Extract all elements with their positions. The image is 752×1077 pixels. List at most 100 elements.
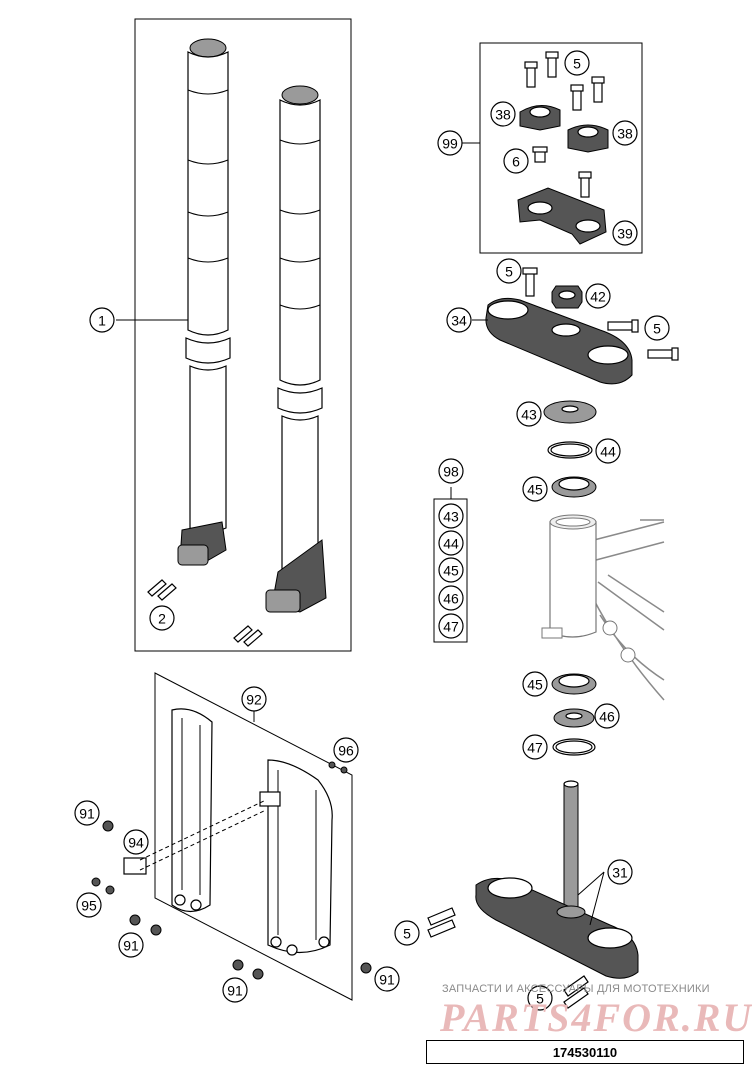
callout-number: 46 bbox=[599, 709, 615, 725]
callout-number: 92 bbox=[246, 692, 262, 708]
callout-circle bbox=[612, 220, 638, 246]
callout-number: 6 bbox=[512, 154, 520, 170]
callout-number: 38 bbox=[617, 126, 633, 142]
callout-98: 98 bbox=[438, 458, 464, 484]
callout-number: 91 bbox=[123, 938, 139, 954]
callout-circle bbox=[607, 859, 633, 885]
callout-circle bbox=[446, 307, 472, 333]
callout-number: 5 bbox=[403, 926, 411, 942]
callout-number: 45 bbox=[527, 482, 543, 498]
callout-5: 5 bbox=[394, 920, 420, 946]
callout-46: 46 bbox=[438, 585, 464, 611]
catalog-number-box: 174530110 bbox=[426, 1040, 744, 1064]
callout-number: 5 bbox=[653, 321, 661, 337]
upper-clamp-bolts bbox=[522, 267, 679, 361]
clamp-kit-group bbox=[460, 42, 643, 254]
callout-circle bbox=[438, 503, 464, 529]
dust-seal-lower bbox=[553, 708, 595, 728]
callout-96: 96 bbox=[333, 737, 359, 763]
callout-number: 5 bbox=[505, 264, 513, 280]
callout-number: 45 bbox=[527, 677, 543, 693]
callout-circle bbox=[118, 932, 144, 958]
callout-circle bbox=[89, 307, 115, 333]
callout-46: 46 bbox=[594, 703, 620, 729]
fork-protector-group bbox=[91, 672, 372, 1001]
callout-circle bbox=[241, 686, 267, 712]
callout-number: 47 bbox=[527, 740, 543, 756]
brake-line-guide bbox=[123, 799, 267, 875]
bearing-upper bbox=[551, 476, 597, 498]
callout-99: 99 bbox=[437, 130, 463, 156]
fork-protector-left bbox=[171, 708, 213, 913]
callout-91: 91 bbox=[222, 977, 248, 1003]
handlebar-clamp-lower bbox=[517, 187, 607, 245]
callout-44: 44 bbox=[438, 530, 464, 556]
callout-number: 95 bbox=[81, 898, 97, 914]
fork-protector-right bbox=[259, 759, 333, 956]
callout-circle bbox=[438, 613, 464, 639]
callout-45: 45 bbox=[522, 476, 548, 502]
callout-circle bbox=[503, 148, 529, 174]
callout-47: 47 bbox=[522, 734, 548, 760]
callout-43: 43 bbox=[438, 503, 464, 529]
callout-5: 5 bbox=[644, 315, 670, 341]
dust-seal-upper bbox=[543, 400, 597, 424]
callout-circle bbox=[594, 703, 620, 729]
stem-nut bbox=[551, 285, 583, 309]
callout-43: 43 bbox=[516, 401, 542, 427]
catalog-number: 174530110 bbox=[552, 1044, 618, 1060]
lower-triple-clamp bbox=[475, 780, 639, 979]
callout-circle bbox=[527, 985, 553, 1011]
callout-number: 44 bbox=[443, 536, 459, 552]
callout-circle bbox=[333, 737, 359, 763]
callout-circle bbox=[438, 530, 464, 556]
callout-number: 38 bbox=[495, 107, 511, 123]
callout-44: 44 bbox=[595, 438, 621, 464]
bearing-kit-group bbox=[433, 487, 468, 643]
callout-number: 99 bbox=[442, 136, 458, 152]
callout-1: 1 bbox=[89, 307, 115, 333]
callout-95: 95 bbox=[76, 892, 102, 918]
callout-circle bbox=[438, 585, 464, 611]
callout-circle bbox=[612, 120, 638, 146]
handlebar-clamp-upper-right bbox=[567, 124, 609, 153]
watermark-brand: PARTS4FOR.RU bbox=[440, 995, 752, 1040]
callout-38: 38 bbox=[612, 120, 638, 146]
frame-steering-head bbox=[541, 514, 665, 701]
callout-circle bbox=[644, 315, 670, 341]
callout-42: 42 bbox=[585, 283, 611, 309]
callout-number: 47 bbox=[443, 619, 459, 635]
callout-number: 43 bbox=[521, 407, 537, 423]
callout-circle bbox=[394, 920, 420, 946]
axle-clamp-bolts-upper bbox=[147, 579, 177, 601]
callout-2: 2 bbox=[149, 605, 175, 631]
callout-number: 44 bbox=[600, 444, 616, 460]
callout-circle bbox=[490, 101, 516, 127]
callout-number: 34 bbox=[451, 313, 467, 329]
callout-number: 2 bbox=[158, 611, 166, 627]
callout-5: 5 bbox=[564, 50, 590, 76]
callout-circle bbox=[438, 458, 464, 484]
o-ring-lower bbox=[552, 738, 596, 756]
callout-number: 42 bbox=[590, 289, 606, 305]
callout-circle bbox=[522, 734, 548, 760]
callout-number: 91 bbox=[379, 972, 395, 988]
callout-number: 39 bbox=[617, 226, 633, 242]
fork-legs-group bbox=[116, 18, 352, 652]
callout-number: 96 bbox=[338, 743, 354, 759]
fork-leg-left bbox=[177, 38, 231, 566]
o-ring-upper bbox=[547, 441, 593, 459]
axle-clamp-bolts-lower bbox=[233, 625, 263, 647]
callout-circle bbox=[522, 476, 548, 502]
protector-screws bbox=[91, 761, 372, 980]
callout-92: 92 bbox=[241, 686, 267, 712]
callout-number: 91 bbox=[227, 983, 243, 999]
callout-number: 46 bbox=[443, 591, 459, 607]
callout-circle bbox=[74, 800, 100, 826]
fork-leg-right bbox=[265, 85, 327, 613]
callout-circle bbox=[76, 892, 102, 918]
lower-clamp-bolts bbox=[427, 907, 589, 1009]
callout-circle bbox=[123, 829, 149, 855]
